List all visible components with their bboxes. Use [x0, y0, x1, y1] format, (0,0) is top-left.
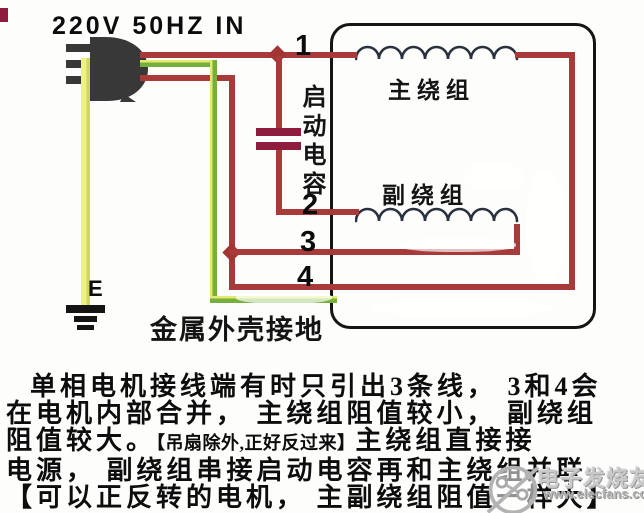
- wire-neutral-vertical: [229, 75, 235, 290]
- eraser-smudge: [398, 238, 516, 252]
- earth-wire-green-top: [140, 60, 217, 67]
- terminal-1-label: 1: [295, 30, 312, 62]
- eraser-smudge: [372, 300, 552, 316]
- aux-winding-label: 副绕组: [382, 183, 469, 208]
- description-segment-small: 【吊扇除外,正好反过来】: [156, 433, 356, 453]
- earth-wire-green-vertical: [210, 60, 217, 303]
- ground-symbol-bar3: [77, 325, 94, 330]
- elecfans-logo-icon: [486, 465, 540, 513]
- main-winding-label: 主绕组: [388, 78, 475, 103]
- description-line: 阻值较大。【吊扇除外,正好反过来】主绕组直接接: [6, 427, 642, 457]
- watermark: 电子发烧友 www.elecfans.com: [485, 455, 644, 513]
- capacitor-plate-top: [256, 128, 301, 136]
- description-line: 电源， 副绕组串接启动电容再和主绕组并联: [6, 456, 587, 485]
- description-segment: 主绕组直接接: [355, 426, 536, 455]
- eraser-smudge: [462, 164, 524, 190]
- capacitor-plate-bottom: [256, 142, 301, 150]
- mains-plug-icon: [66, 37, 148, 102]
- earth-wire-yellow-vertical: [81, 58, 90, 308]
- terminal-3-label: 3: [300, 226, 317, 258]
- earth-terminal-label: E: [88, 276, 103, 301]
- eraser-smudge: [526, 170, 566, 282]
- main-winding-coil-icon: [355, 45, 519, 61]
- wire-live-to-terminal1: [140, 52, 357, 58]
- motor-enclosure-outline: [330, 23, 596, 329]
- aux-winding-coil-icon: [355, 207, 519, 223]
- description-line: 在电机内部合并， 主绕组阻值较小， 副绕组: [6, 399, 598, 428]
- wire-main-winding-right-link: [515, 52, 575, 58]
- watermark-brand-text: 电子发烧友: [537, 466, 644, 491]
- wire-terminal4-line: [229, 284, 575, 290]
- scan-artifact-mark: [0, 8, 8, 22]
- wire-capacitor-to-terminal2: [276, 150, 282, 212]
- description-line: 单相电机接线端有时只引出3条线， 3和4会: [30, 372, 602, 401]
- description-segment: 阻值较大。: [6, 426, 157, 455]
- wire-aux-winding-right-drop: [514, 224, 520, 255]
- power-rating-label: 220V 50HZ IN: [52, 12, 247, 40]
- wire-terminal3-line: [229, 249, 520, 255]
- ground-symbol-bar1: [66, 305, 105, 313]
- eraser-smudge: [236, 291, 332, 304]
- terminal-2-label: 2: [302, 189, 319, 221]
- wire-neutral-horizontal: [140, 75, 235, 81]
- wire-terminal2-line: [276, 209, 359, 215]
- wire-to-capacitor-top: [276, 56, 282, 130]
- wire-main-winding-to-terminal4: [569, 52, 575, 290]
- shell-ground-label: 金属外壳接地: [150, 315, 324, 345]
- watermark-url-text: www.elecfans.com: [543, 486, 644, 501]
- terminal-4-label: 4: [297, 261, 314, 293]
- start-capacitor-label: 启动电容: [298, 84, 324, 200]
- ground-symbol-bar2: [74, 316, 97, 322]
